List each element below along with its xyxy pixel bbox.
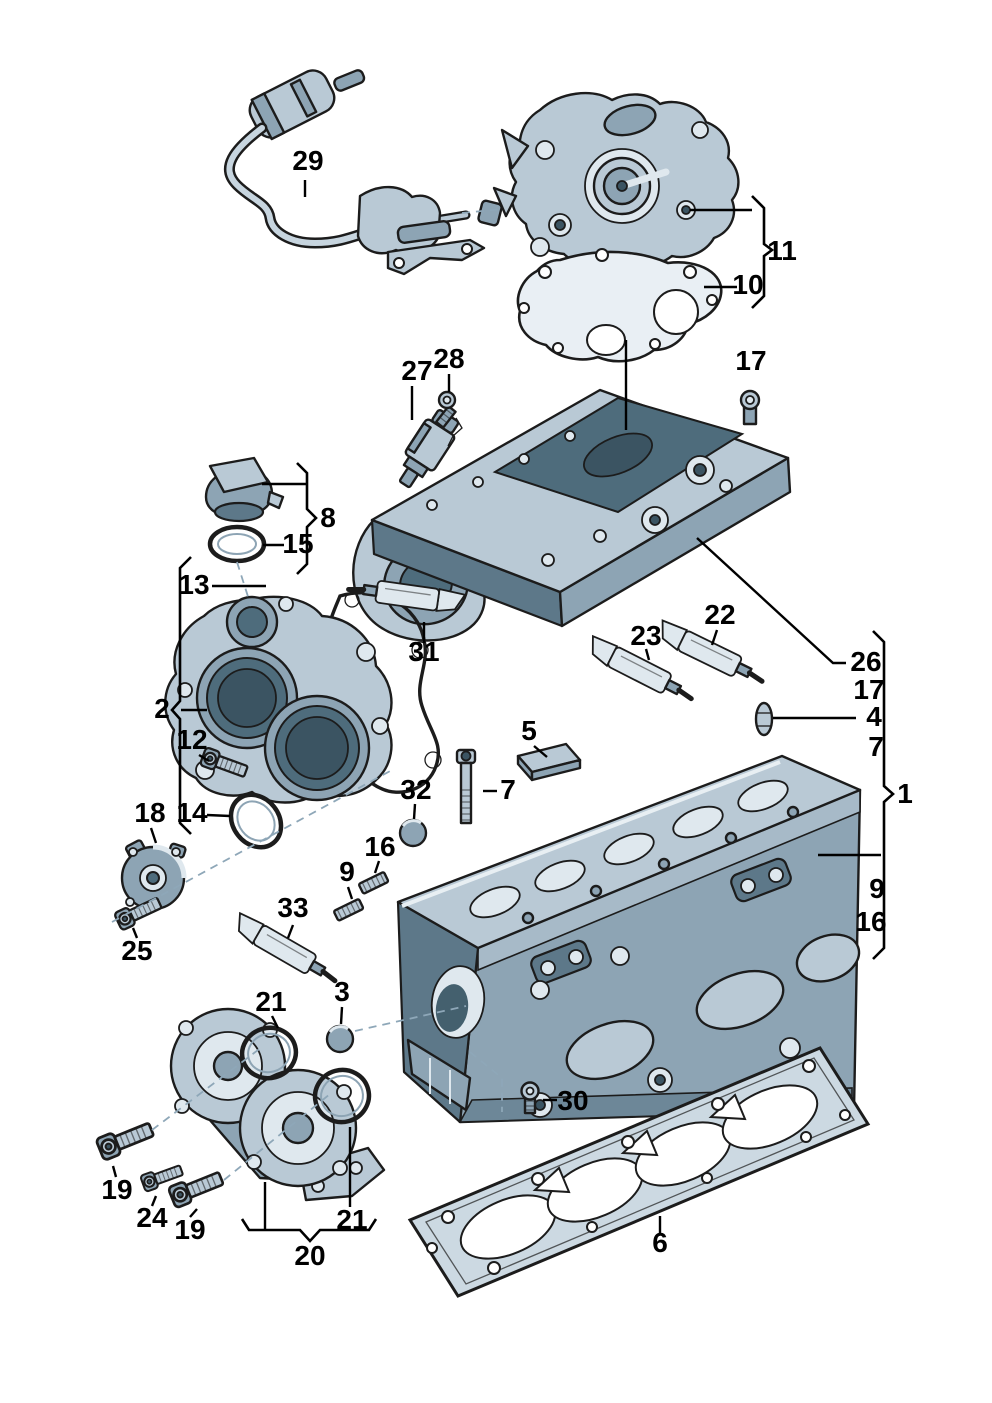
callout-c23: 23 xyxy=(630,620,661,651)
callout-c14: 14 xyxy=(176,797,208,828)
stud-9 xyxy=(332,897,365,923)
seal-ring-14 xyxy=(228,792,284,850)
callout-c15: 15 xyxy=(282,528,313,559)
callout-c18: 18 xyxy=(134,797,165,828)
callout-c3: 3 xyxy=(334,976,350,1007)
sealing-cap-32 xyxy=(398,818,428,848)
callout-c2: 2 xyxy=(154,693,170,724)
callout-c26: 26 xyxy=(850,646,881,677)
timing-cover-2 xyxy=(164,595,393,804)
leader-lines xyxy=(111,180,895,1243)
bolt-17 xyxy=(739,389,761,426)
breather-hose-29 xyxy=(223,69,503,276)
callout-c8: 8 xyxy=(320,502,336,533)
sealing-cap-3 xyxy=(325,1024,355,1054)
stud-16 xyxy=(357,870,390,896)
shim-5 xyxy=(516,742,582,782)
callout-c16-grp: 16 xyxy=(855,906,886,937)
callout-c24: 24 xyxy=(136,1202,168,1233)
callout-c9: 9 xyxy=(339,856,355,887)
callout-c9-grp: 9 xyxy=(869,873,885,904)
bolt-7 xyxy=(455,748,477,825)
callout-c5: 5 xyxy=(521,715,537,746)
o-ring-21-right xyxy=(312,1067,372,1125)
callout-c21-left: 21 xyxy=(255,986,286,1017)
callout-c10: 10 xyxy=(732,269,763,300)
dowel-4 xyxy=(754,701,774,737)
sealant-tube-33 xyxy=(230,911,341,988)
head-gasket-6 xyxy=(407,1046,871,1298)
callout-c22: 22 xyxy=(704,599,735,630)
callout-c29: 29 xyxy=(292,145,323,176)
separator-gasket-10 xyxy=(516,248,723,363)
oil-filler-cap-8 xyxy=(204,456,285,523)
callout-c12: 12 xyxy=(176,724,207,755)
callout-c4: 4 xyxy=(866,701,882,732)
callout-c19-b: 19 xyxy=(174,1214,205,1245)
callout-c30: 30 xyxy=(557,1085,588,1116)
cap-seal-15 xyxy=(207,524,267,564)
o-ring-21-left xyxy=(239,1025,299,1081)
callout-c31: 31 xyxy=(408,636,439,667)
callout-c17-grp: 17 xyxy=(853,674,884,705)
callout-c27: 27 xyxy=(401,355,432,386)
axis-dashed-lines xyxy=(111,208,504,1181)
callout-c33: 33 xyxy=(277,892,308,923)
sealing-flange-18 xyxy=(120,839,187,911)
callout-c32: 32 xyxy=(400,774,431,805)
callout-c13: 13 xyxy=(178,569,209,600)
oil-separator-cover-11 xyxy=(492,91,740,268)
bolt-28 xyxy=(434,390,463,447)
callout-c16: 16 xyxy=(364,831,395,862)
callout-c28: 28 xyxy=(433,343,464,374)
bolt-30 xyxy=(520,1081,540,1115)
callout-c6: 6 xyxy=(652,1227,668,1258)
callout-c1: 1 xyxy=(897,778,913,809)
callout-c7-grp: 7 xyxy=(868,731,884,762)
callout-c19-a: 19 xyxy=(101,1174,132,1205)
callout-c7: 7 xyxy=(500,774,516,805)
callout-c25: 25 xyxy=(121,935,152,966)
callout-c21-right: 21 xyxy=(336,1204,367,1235)
callout-c11: 11 xyxy=(767,235,797,266)
callout-c17-top: 17 xyxy=(735,345,766,376)
pump-housing-20 xyxy=(169,1007,386,1202)
bolt-19-left xyxy=(94,1117,157,1163)
callout-c20: 20 xyxy=(294,1240,325,1271)
